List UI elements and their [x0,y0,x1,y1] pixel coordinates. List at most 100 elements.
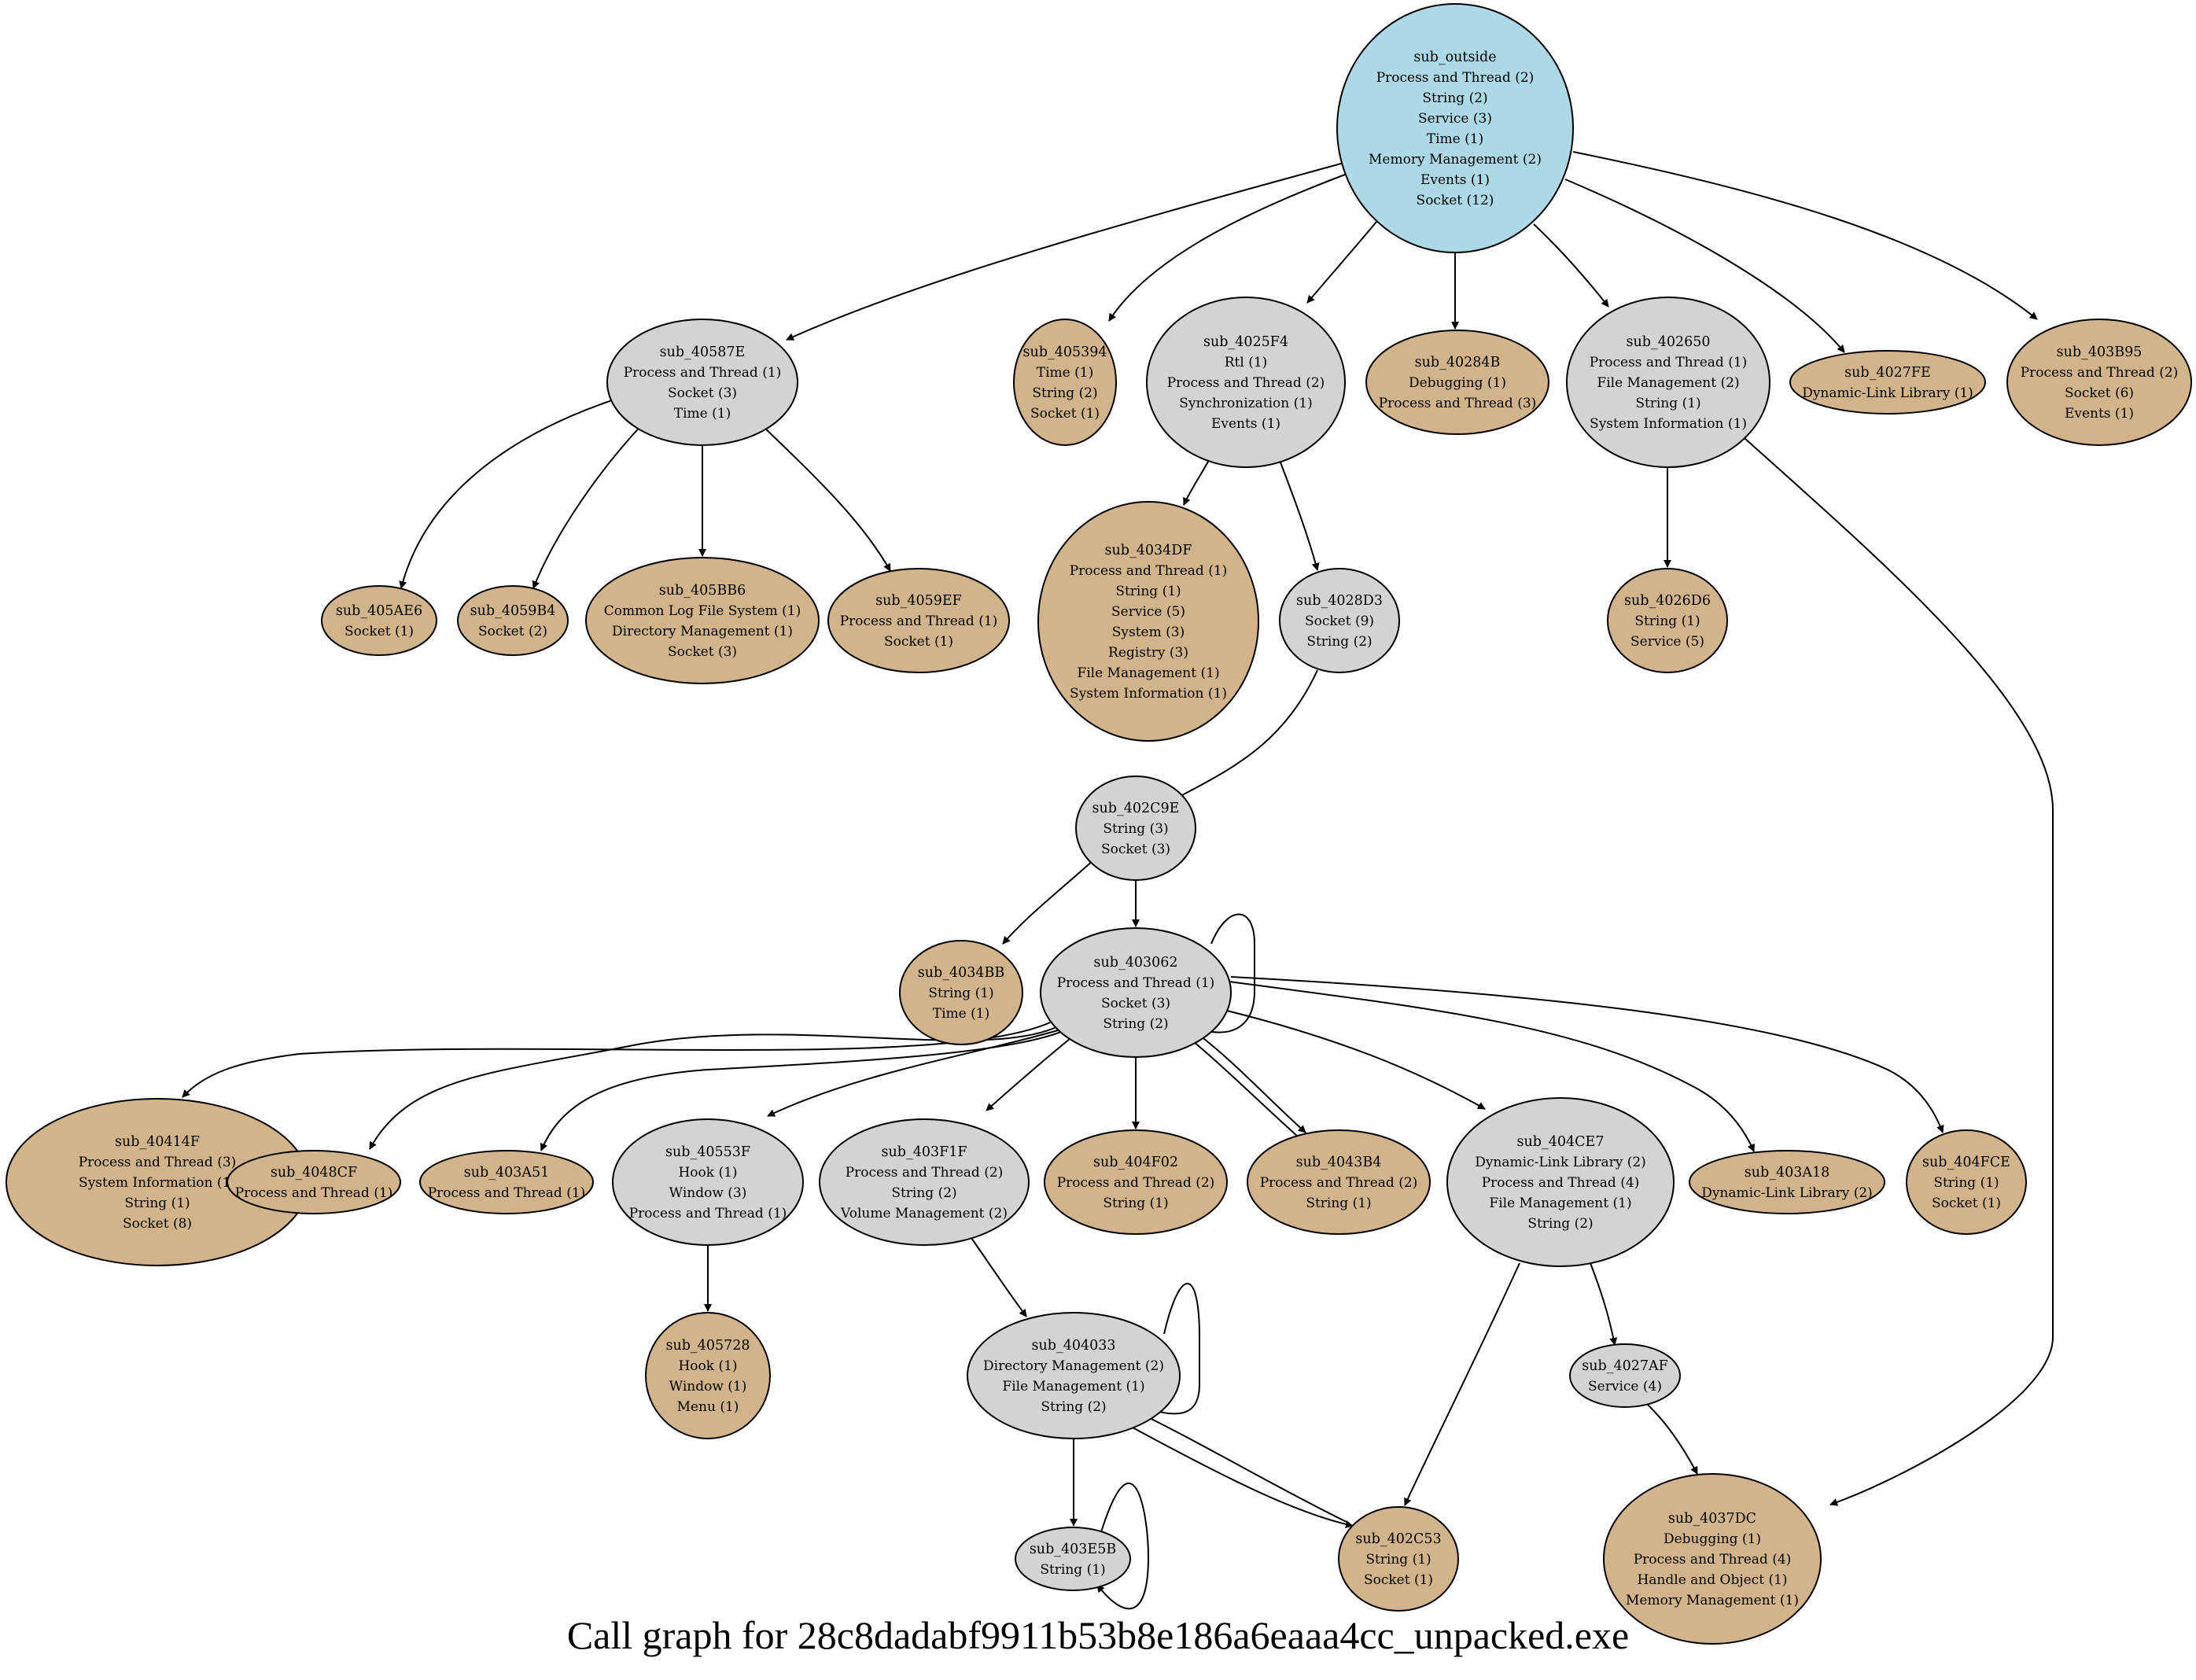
node-api-count: Process and Thread (2) [846,1165,1004,1181]
node-api-count: Time (1) [1037,365,1093,381]
node-title: sub_40553F [665,1144,750,1160]
node-title: sub_outside [1413,50,1496,65]
node-ellipse [1569,1343,1681,1408]
edge-sub_outside-to-sub_4025F4 [1306,221,1377,304]
edge-sub_402650-to-sub_4037DC [1737,432,2054,1506]
node-api-count: String (2) [1422,90,1487,106]
node-api-count: String (1) [1103,1196,1168,1211]
node-title: sub_403062 [1093,955,1177,971]
node-api-count: Socket (1) [1364,1572,1433,1588]
node-api-count: Socket (1) [884,634,953,650]
node-api-count: Volume Management (2) [840,1206,1008,1221]
edge-sub_404CE7-to-sub_402C53 [1404,1262,1520,1506]
node-api-count: Process and Thread (1) [1590,355,1748,370]
node-api-count: Process and Thread (2) [1167,375,1325,391]
node-api-count: File Management (1) [1489,1196,1631,1211]
node-title: sub_40284B [1415,355,1501,370]
node-title: sub_404033 [1031,1338,1115,1354]
node-api-count: Process and Thread (1) [629,1206,787,1221]
node-ellipse [1566,297,1770,468]
node-ellipse [1040,927,1232,1058]
node-api-count: Registry (3) [1108,645,1188,661]
node-api-count: Debugging (1) [1409,375,1506,391]
node-api-count: Socket (3) [1101,842,1170,857]
node-title: sub_4037DC [1668,1511,1756,1527]
graph-caption: Call graph for 28c8dadabf9911b53b8e186a6… [566,1613,1630,1657]
node-api-count: String (1) [124,1196,190,1211]
node-api-count: Socket (3) [1101,996,1170,1011]
node-title: sub_4025F4 [1203,334,1288,350]
node-api-count: String (2) [1103,1016,1168,1032]
node-api-count: String (1) [928,986,993,1001]
node-api-count: Dynamic-Link Library (2) [1701,1185,1873,1201]
node-api-count: System Information (1) [1070,686,1227,702]
node-ellipse [1365,330,1549,435]
node-api-count: Process and Thread (1) [840,613,998,629]
node-ellipse [1247,1129,1431,1235]
edge-sub_outside-to-sub_405394 [1108,169,1358,322]
node-title: sub_403B95 [2057,344,2143,360]
node-api-count: Handle and Object (1) [1637,1572,1787,1588]
node-api-count: String (1) [1635,396,1700,411]
node-ellipse [606,319,798,446]
node-ellipse [1037,501,1259,742]
node-api-count: Events (1) [2065,406,2134,422]
node-ellipse [967,1312,1181,1439]
node-api-count: Events (1) [1211,416,1280,432]
node-api-count: Socket (6) [2065,385,2134,401]
node-title: sub_405728 [665,1338,750,1354]
edge-sub_40587E-to-sub_4059EF [761,424,891,572]
edge-sub_403062-to-sub_403A51 [540,1026,1072,1151]
node-title: sub_405AE6 [336,603,422,619]
edge-sub_403062-to-sub_40553F [767,1023,1080,1117]
node-ellipse [1689,1150,1885,1214]
node-api-count: Socket (1) [1932,1196,2001,1211]
edge-sub_4043B4-to-sub_403062 [1187,1036,1299,1137]
node-api-count: String (3) [1103,821,1168,837]
node-api-count: String (1) [1306,1196,1371,1211]
node-api-count: Service (5) [1630,634,1704,650]
edge-sub_403062-to-sub_403A18 [1229,981,1755,1152]
node-api-count: String (1) [1040,1562,1105,1578]
node-api-count: Memory Management (2) [1369,152,1542,168]
node-api-count: Time (1) [933,1006,989,1022]
edge-sub_403062-to-sub_40414F [182,1022,1051,1098]
node-title: sub_40587E [660,344,746,360]
node-ellipse [457,585,569,656]
node-api-count: Process and Thread (3) [1379,396,1537,411]
node-title: sub_405394 [1022,344,1107,360]
node-api-count: Hook (1) [678,1165,737,1181]
node-api-count: Dynamic-Link Library (2) [1475,1155,1646,1170]
node-api-count: Process and Thread (2) [1376,70,1535,86]
node-api-count: Socket (12) [1417,193,1494,208]
node-api-count: Socket (1) [1030,406,1100,422]
node-api-count: Socket (1) [345,624,414,639]
node-api-count: Process and Thread (1) [1057,975,1215,991]
node-ellipse [1075,776,1196,881]
node-ellipse [1338,1506,1459,1612]
edge-sub_403F1F-to-sub_404033 [971,1237,1027,1317]
node-title: sub_4028D3 [1296,593,1383,609]
node-api-count: String (1) [1365,1552,1431,1568]
node-ellipse [1603,1473,1822,1645]
node-title: sub_402C9E [1092,801,1180,816]
edge-sub_404033-to-sub_402C53 [1132,1427,1354,1528]
node-sub_402C9E: sub_402C9E String (3) Socket (3) [1075,776,1196,881]
node-api-count: Window (1) [669,1379,747,1394]
node-api-count: System (3) [1112,624,1185,640]
node-api-count: Rtl (1) [1225,355,1268,370]
node-title: sub_402650 [1626,334,1710,350]
node-title: sub_4034DF [1105,543,1192,558]
node-ellipse [1607,568,1728,673]
node-ellipse [1015,1527,1131,1591]
node-ellipse [1789,350,1986,414]
edge-sub_4028D3-to-sub_402C9E [1171,669,1318,801]
edge-sub_403062-to-sub_4043B4 [1192,1030,1306,1133]
